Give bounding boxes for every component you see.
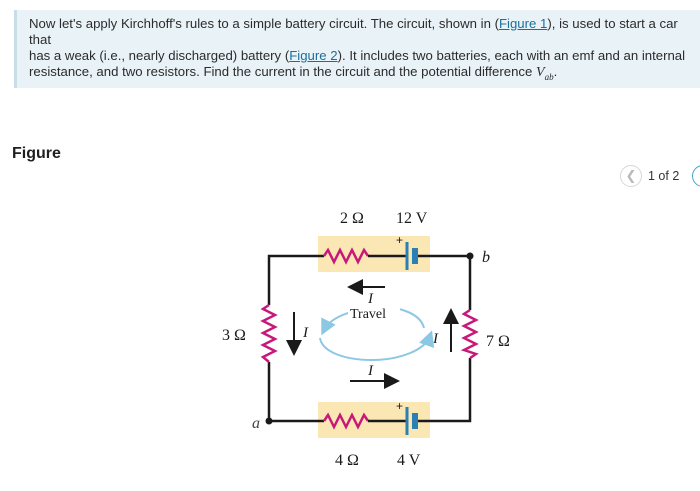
travel-loop-arrow-lower <box>319 330 435 362</box>
problem-line-3: resistance, and two resistors. Find the … <box>29 64 690 85</box>
chevron-left-icon: ❮ <box>625 168 637 183</box>
figure-pagination: ❮ 1 of 2 <box>620 165 700 191</box>
problem-text: ). It includes two batteries, each with … <box>337 48 686 63</box>
problem-text: Now let's apply Kirchhoff's rules to a s… <box>29 16 499 31</box>
node-a-dot <box>265 417 273 425</box>
problem-text: has a weak (i.e., nearly discharged) bat… <box>29 48 290 63</box>
top-battery-label: 12 V <box>396 210 428 227</box>
problem-line-2: has a weak (i.e., nearly discharged) bat… <box>29 48 690 64</box>
figure-2-link[interactable]: Figure 2 <box>289 48 338 63</box>
top-resistor <box>322 247 370 265</box>
left-resistor-label: 3 Ω <box>222 327 246 344</box>
right-current-label: I <box>432 331 439 347</box>
top-current-label: I <box>367 291 374 307</box>
circuit-wires <box>267 254 472 423</box>
top-resistor-label: 2 Ω <box>340 210 364 227</box>
right-resistor-label: 7 Ω <box>486 333 510 350</box>
right-resistor <box>460 308 479 360</box>
bottom-battery-plus: + <box>396 399 403 413</box>
problem-line-1: Now let's apply Kirchhoff's rules to a s… <box>29 16 690 48</box>
node-a-label: a <box>252 415 260 432</box>
left-resistor <box>260 303 278 363</box>
node-b-dot <box>466 252 474 260</box>
bottom-branch: + <box>318 399 430 438</box>
bottom-resistor <box>322 412 370 430</box>
problem-text: resistance, and two resistors. Find the … <box>29 64 537 79</box>
bottom-battery-label: 4 V <box>397 452 421 469</box>
top-battery-plus: + <box>396 233 403 247</box>
figure-heading: Figure <box>12 145 61 162</box>
problem-text: . <box>553 64 558 79</box>
problem-text: ), is used to start a car that <box>29 16 678 47</box>
bottom-current-label: I <box>367 363 374 379</box>
top-branch: + <box>318 233 430 272</box>
vab-symbol: Vab <box>536 65 554 82</box>
figure-1-link[interactable]: Figure 1 <box>498 16 548 31</box>
bottom-resistor-label: 4 Ω <box>335 452 359 469</box>
left-current-label: I <box>302 325 309 341</box>
page-count: 1 of 2 <box>648 169 680 183</box>
travel-label: Travel <box>350 307 386 322</box>
problem-statement: Now let's apply Kirchhoff's rules to a s… <box>14 10 700 88</box>
previous-figure-button[interactable]: ❮ <box>620 165 642 187</box>
node-b-label: b <box>482 249 490 266</box>
